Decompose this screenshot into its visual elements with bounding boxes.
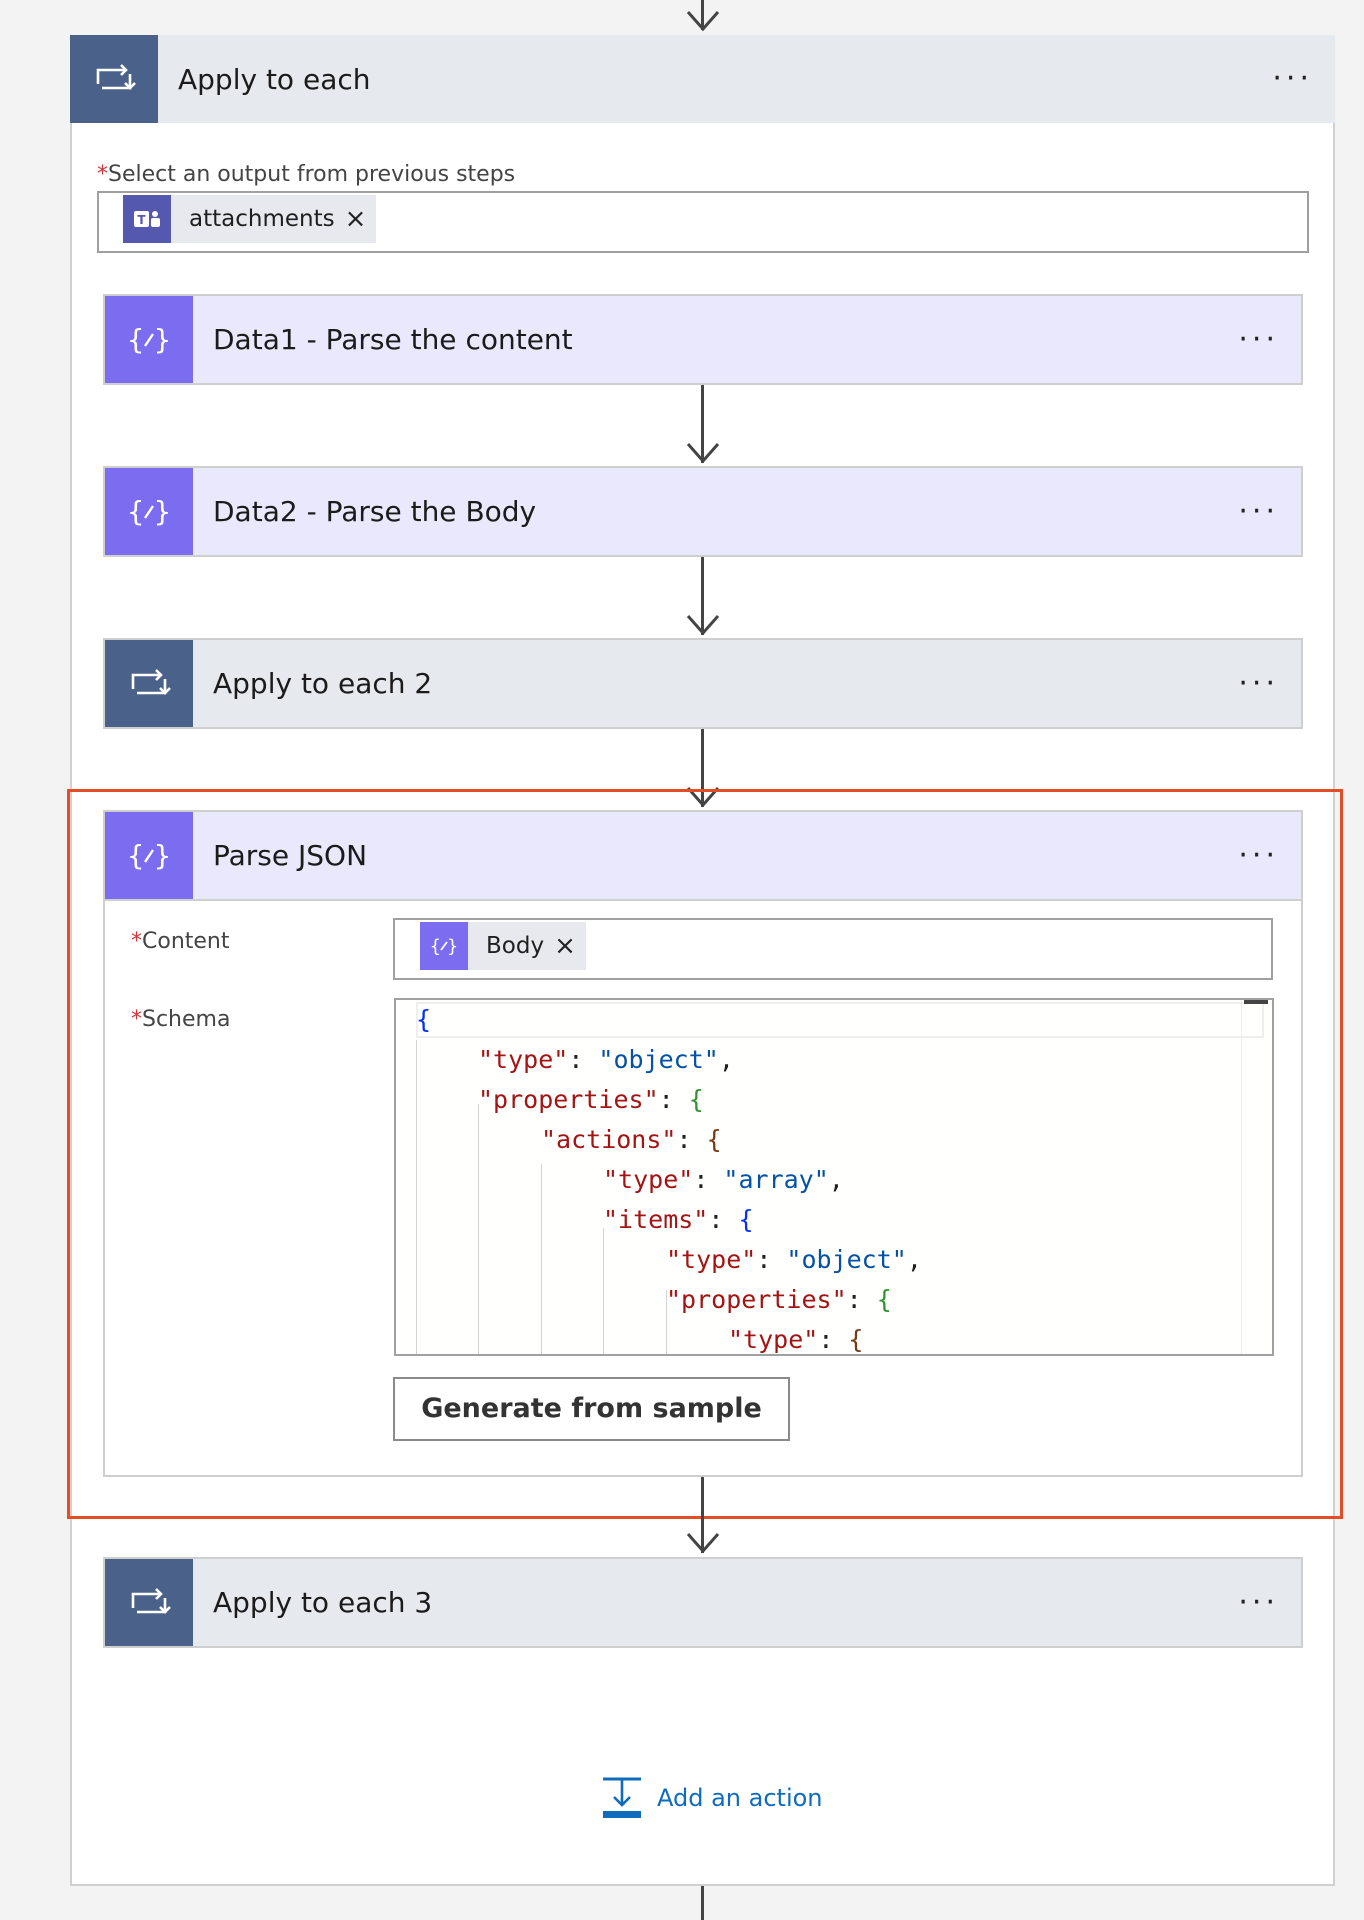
connector bbox=[701, 729, 704, 807]
loop-icon bbox=[105, 640, 193, 727]
more-options-icon[interactable]: ··· bbox=[1272, 61, 1313, 96]
parse-json-title: Parse JSON bbox=[213, 839, 368, 872]
required-mark: * bbox=[97, 162, 108, 187]
indent-guide bbox=[541, 1164, 542, 1354]
code-line: "type": "object", bbox=[666, 1240, 922, 1280]
code-line-text: "properties": { bbox=[478, 1085, 704, 1114]
add-action-label: Add an action bbox=[657, 1784, 823, 1812]
attachments-token[interactable]: T attachments × bbox=[123, 195, 377, 243]
parse-json-header[interactable]: { } Parse JSON ··· bbox=[103, 810, 1303, 901]
code-line-text: "actions": { bbox=[541, 1125, 722, 1154]
code-line: "type": "array", bbox=[603, 1160, 844, 1200]
content-label: *Content bbox=[131, 929, 230, 954]
arrow-down-icon bbox=[686, 11, 720, 32]
editor-scrollbar-thumb[interactable] bbox=[1244, 1000, 1268, 1004]
step-data1-header[interactable]: { } Data1 - Parse the content ··· bbox=[103, 294, 1303, 385]
step-apply-to-each-3-header[interactable]: Apply to each 3 ··· bbox=[103, 1557, 1303, 1648]
step-data2-title: Data2 - Parse the Body bbox=[213, 495, 537, 528]
braces-icon: { } bbox=[105, 296, 193, 383]
braces-icon: { } bbox=[105, 812, 193, 899]
add-action-link[interactable]: Add an action bbox=[601, 1776, 823, 1820]
code-line: "actions": { bbox=[541, 1120, 722, 1160]
indent-guide bbox=[603, 1228, 604, 1354]
editor-scrollbar[interactable] bbox=[1241, 1000, 1272, 1354]
code-line-text: "type": { bbox=[728, 1325, 864, 1354]
attachments-token-label: attachments bbox=[189, 206, 335, 232]
body-token-label: Body bbox=[486, 933, 545, 959]
more-options-icon[interactable]: ··· bbox=[1238, 837, 1279, 873]
schema-label: *Schema bbox=[131, 1007, 230, 1032]
step-data1-title: Data1 - Parse the content bbox=[213, 323, 573, 356]
braces-icon: { } bbox=[105, 468, 193, 555]
highlight-frame bbox=[67, 789, 1343, 1519]
more-options-icon[interactable]: ··· bbox=[1238, 493, 1279, 529]
code-line-text: "type": "array", bbox=[603, 1165, 844, 1194]
code-line-text: "items": { bbox=[603, 1205, 754, 1234]
step-apply-to-each-2-header[interactable]: Apply to each 2 ··· bbox=[103, 638, 1303, 729]
indent-guide bbox=[416, 1040, 417, 1354]
step-apply-to-each-3-title: Apply to each 3 bbox=[213, 1586, 433, 1619]
apply-to-each-header[interactable]: Apply to each ··· bbox=[70, 35, 1335, 123]
more-options-icon[interactable]: ··· bbox=[1238, 665, 1279, 701]
code-line-text: { bbox=[416, 1005, 432, 1034]
apply-to-each-title: Apply to each bbox=[178, 62, 371, 96]
code-line-text: "type": "object", bbox=[666, 1245, 922, 1274]
body-token[interactable]: { } Body × bbox=[420, 922, 586, 970]
code-line-text: "type": "object", bbox=[478, 1045, 734, 1074]
more-options-icon[interactable]: ··· bbox=[1238, 321, 1279, 357]
code-line: "properties": { bbox=[666, 1280, 892, 1320]
code-line: "items": { bbox=[603, 1200, 754, 1240]
arrow-down-icon bbox=[686, 787, 720, 808]
code-line: "type": "object", bbox=[478, 1040, 734, 1080]
connector bbox=[701, 1477, 704, 1553]
code-line-text: "properties": { bbox=[666, 1285, 892, 1314]
teams-icon: T bbox=[123, 195, 171, 243]
content-label-text: Content bbox=[142, 929, 230, 954]
svg-text:T: T bbox=[137, 213, 146, 227]
step-data2-header[interactable]: { } Data2 - Parse the Body ··· bbox=[103, 466, 1303, 557]
arrow-down-icon bbox=[686, 615, 720, 636]
schema-editor[interactable]: { "type": "object", "properties": { "act… bbox=[394, 998, 1274, 1356]
required-mark: * bbox=[131, 1007, 142, 1032]
connector bbox=[701, 557, 704, 635]
step-apply-to-each-2-title: Apply to each 2 bbox=[213, 667, 433, 700]
code-line: "properties": { bbox=[478, 1080, 704, 1120]
code-line: "type": { bbox=[728, 1320, 864, 1354]
braces-icon: { } bbox=[420, 922, 468, 970]
loop-icon bbox=[105, 1559, 193, 1646]
connector bbox=[701, 385, 704, 463]
indent-guide bbox=[666, 1290, 667, 1354]
required-mark: * bbox=[131, 929, 142, 954]
connector-top bbox=[701, 0, 704, 30]
add-action-icon bbox=[603, 1777, 641, 1818]
schema-label-text: Schema bbox=[142, 1007, 231, 1032]
arrow-down-icon bbox=[686, 1533, 720, 1554]
generate-from-sample-button[interactable]: Generate from sample bbox=[393, 1377, 790, 1441]
arrow-down-icon bbox=[686, 443, 720, 464]
more-options-icon[interactable]: ··· bbox=[1238, 1584, 1279, 1620]
remove-token-icon[interactable]: × bbox=[344, 204, 367, 234]
remove-token-icon[interactable]: × bbox=[554, 931, 576, 961]
select-output-label-text: Select an output from previous steps bbox=[108, 162, 516, 187]
select-output-label: *Select an output from previous steps bbox=[97, 162, 515, 187]
code-line: { bbox=[416, 1000, 431, 1040]
loop-icon bbox=[70, 35, 158, 123]
indent-guide bbox=[478, 1104, 479, 1354]
connector-bottom bbox=[701, 1886, 704, 1920]
current-line-highlight bbox=[416, 1002, 1264, 1038]
